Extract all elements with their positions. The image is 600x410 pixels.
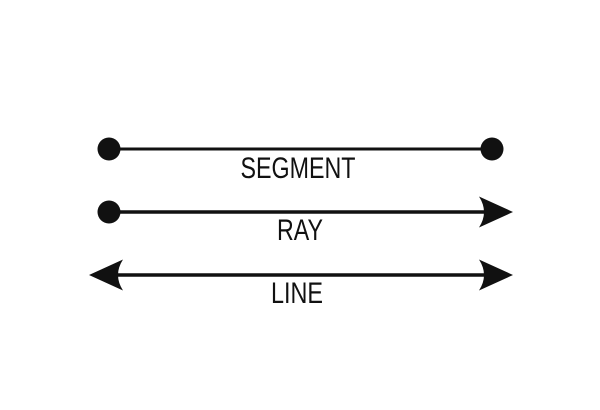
segment-endpoint-dot-left [97,137,121,161]
ray-figure: RAY [97,196,513,247]
line-figure: LINE [89,259,513,310]
segment-figure: SEGMENT [97,137,504,185]
line-label: LINE [271,277,323,310]
line-arrowhead-left-icon [89,259,123,291]
ray-arrowhead-right-icon [479,196,513,228]
line-arrowhead-right-icon [479,259,513,291]
ray-label: RAY [277,214,323,247]
ray-endpoint-dot [97,200,121,224]
segment-label: SEGMENT [241,152,356,185]
segment-endpoint-dot-right [480,137,504,161]
